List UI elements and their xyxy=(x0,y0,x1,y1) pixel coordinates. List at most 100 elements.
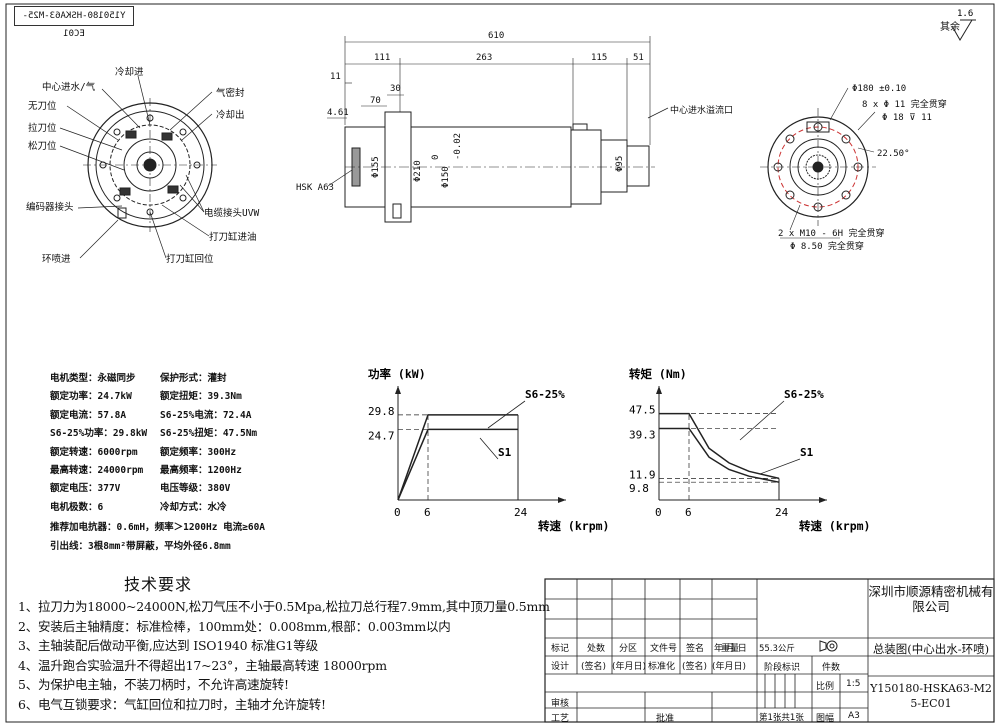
label-coolant-in: 冷却进 xyxy=(115,66,144,78)
sheet-count: 第1张共1张 xyxy=(759,713,804,723)
spec-right-2: S6-25%电流：72.4A xyxy=(160,409,252,421)
rear-holes: 8 x Φ 11 完全贯穿 xyxy=(862,98,947,110)
series-1-line xyxy=(397,428,518,501)
tb-row1-cell-1: 处数 xyxy=(587,644,606,654)
weight-value: 55.3公斤 xyxy=(759,644,795,654)
y-tick-label-1: 39.3 xyxy=(629,429,656,442)
requirement-3: 4、温升跑合实验温升不得超出17~23°，主轴最高转速 18000rpm xyxy=(18,657,387,673)
dim-total: 610 xyxy=(488,31,504,41)
spec-left-5: 最高转速：24000rpm xyxy=(50,465,144,476)
roughness-symbol xyxy=(951,19,976,41)
spec-lead-wire: 引出线：3根8mm²带屏蔽，平均外径6.8mm xyxy=(50,541,231,552)
torque-s1-label: S1 xyxy=(800,446,814,459)
y-axis-arrow xyxy=(395,386,401,394)
weight-label: 重量 xyxy=(721,644,740,654)
dia-210: Φ210 xyxy=(413,160,423,182)
spec-right-4: 额定频率：300Hz xyxy=(160,446,237,458)
requirement-0: 1、拉刀力为18000~24000N,松刀气压不小于0.5Mpa,松拉刀总行程7… xyxy=(18,599,550,614)
label-cylinder-return: 打刀缸回位 xyxy=(166,253,214,265)
roughness-label: 其余 xyxy=(940,22,960,33)
tb-row2-cell-3: 标准化 xyxy=(648,662,676,672)
tb-row2-cell-0: 设计 xyxy=(551,662,570,672)
y-tick-label-0: 29.8 xyxy=(368,405,395,418)
dim-11: 11 xyxy=(330,72,341,82)
tb-row2-cell-4: (签名) xyxy=(682,662,708,672)
overflow-label: 中心进水溢流口 xyxy=(670,104,733,116)
tb-row1-cell-4: 签名 xyxy=(686,644,705,654)
dim-30: 30 xyxy=(390,84,401,94)
y-axis-arrow xyxy=(656,386,662,394)
x-tick-label-0: 0 xyxy=(655,506,662,519)
dim-115: 115 xyxy=(591,53,607,63)
scale-value: 1:5 xyxy=(846,679,861,689)
rear-d180: Φ180 ±0.10 xyxy=(852,84,906,94)
x-axis-label: 转速 (krpm) xyxy=(538,519,609,533)
label-air-seal: 气密封 xyxy=(216,87,245,99)
x-axis-arrow xyxy=(819,497,827,503)
drawing-number: Y150180-HSKA63-M25-EC01 xyxy=(870,682,992,710)
spec-right-6: 电压等级：380V xyxy=(160,483,231,495)
label-no-tool: 无刀位 xyxy=(28,100,57,112)
spec-right-1: 额定扭矩：39.3Nm xyxy=(160,391,242,403)
tb-row2-cell-2: (年月日) xyxy=(612,662,647,672)
process-label: 工艺 xyxy=(551,714,570,724)
tb-row1-cell-2: 分区 xyxy=(619,644,638,654)
requirements-title: 技术要求 xyxy=(124,575,193,594)
spec-right-3: S6-25%扭矩：47.5Nm xyxy=(160,428,258,440)
spec-reactor: 推荐加电抗器：0.6mH，频率＞1200Hz 电流≥60A xyxy=(50,522,266,533)
x-axis-label: 转速 (krpm) xyxy=(799,519,870,533)
spec-left-0: 电机类型：永磁同步 xyxy=(50,373,136,384)
scale-label: 比例 xyxy=(816,682,835,692)
y-tick-label-3: 9.8 xyxy=(629,482,649,495)
roughness-value: 1.6 xyxy=(957,9,973,19)
rear-angle: 22.50° xyxy=(877,149,910,159)
label-encoder: 编码器接头 xyxy=(26,201,74,213)
surface-roughness-note: 其余 xyxy=(940,18,960,33)
torque-s6-label: S6-25% xyxy=(784,388,824,401)
tb-row1-cell-5: 年 月 日 xyxy=(714,644,747,654)
spec-left-3: S6-25%功率：29.8kW xyxy=(50,428,148,440)
spec-right-0: 保护形式：灌封 xyxy=(160,373,227,384)
tb-row1-cell-3: 文件号 xyxy=(650,644,678,654)
dia-95: Φ95 xyxy=(615,156,625,172)
dim-111: 111 xyxy=(374,53,390,63)
spec-left-1: 额定功率：24.7kW xyxy=(50,391,132,403)
x-tick-label-0: 0 xyxy=(394,506,401,519)
tb-row2-cell-5: (年月日) xyxy=(712,662,747,672)
review-label: 审核 xyxy=(551,699,570,709)
projection-symbol xyxy=(819,640,838,652)
side-view-dimensions: 610 111 263 115 51 11 30 70 4.61 HSK A63… xyxy=(296,31,733,193)
label-release: 松刀位 xyxy=(28,140,57,152)
y-tick-label-1: 24.7 xyxy=(368,429,395,442)
y-axis-label: 功率 (kW) xyxy=(368,367,426,381)
spec-left-2: 额定电流：57.8A xyxy=(50,409,127,421)
tb-row1-cell-0: 标记 xyxy=(551,644,570,654)
format-label: 图幅 xyxy=(816,714,835,724)
hsk-label: HSK A63 xyxy=(296,183,334,193)
spec-right-5: 最高频率：1200Hz xyxy=(160,465,242,476)
requirement-2: 3、主轴装配后做动平衡,应达到 ISO1940 标准G1等级 xyxy=(18,638,318,653)
x-axis-arrow xyxy=(558,497,566,503)
format-value: A3 xyxy=(848,711,860,721)
front-view xyxy=(59,75,217,259)
side-view xyxy=(327,36,669,223)
torque-s6-leader xyxy=(739,400,785,441)
rear-pin: Φ 8.50 完全贯穿 xyxy=(790,240,864,252)
y-tick-label-0: 47.5 xyxy=(629,404,656,417)
series-0-line xyxy=(659,412,780,480)
power-s6-leader xyxy=(487,400,526,429)
spec-left-6: 额定电压：377V xyxy=(50,483,121,495)
dim-51: 51 xyxy=(633,53,644,63)
torque-s1-leader xyxy=(759,458,801,475)
rear-view xyxy=(760,87,876,239)
requirement-4: 5、为保护电主轴，不装刀柄时，不允许高速旋转! xyxy=(18,677,289,692)
rear-thread: 2 x M10 - 6H 完全贯穿 xyxy=(778,227,884,239)
x-tick-label-2: 24 xyxy=(514,506,528,519)
x-tick-label-2: 24 xyxy=(775,506,789,519)
front-view-labels: 冷却进 中心进水/气 气密封 无刀位 冷却出 拉刀位 松刀位 编码器接头 电缆接… xyxy=(26,66,259,265)
y-tick-label-2: 11.9 xyxy=(629,468,656,481)
power-s1-leader xyxy=(479,437,499,460)
dim-263: 263 xyxy=(476,53,492,63)
